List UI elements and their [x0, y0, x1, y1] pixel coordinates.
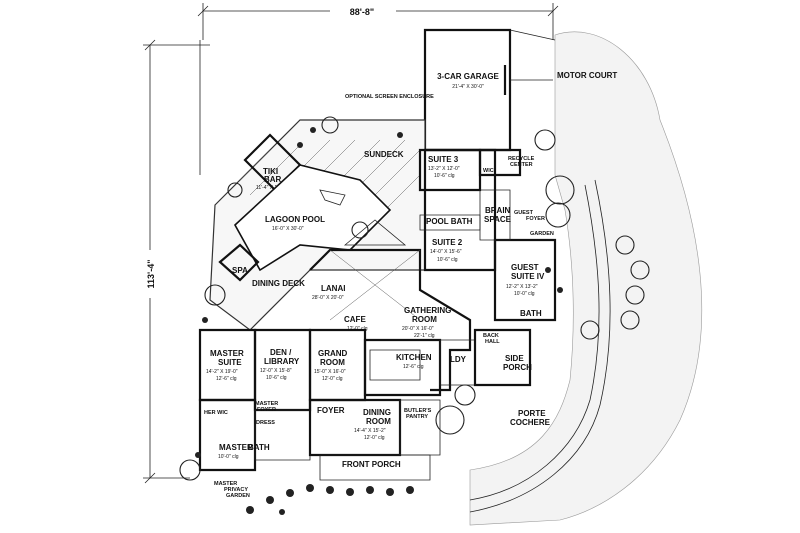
suite2-label: SUITE 2 [432, 238, 463, 247]
den-ceiling: 10'-6" clg [266, 375, 287, 381]
brain-space-label-1: BRAIN [485, 206, 511, 215]
width-label: 88'-8" [350, 7, 374, 17]
master-bath-label-1: MASTER [219, 443, 253, 452]
ldy-label: LDY [450, 355, 467, 364]
tiki-label-2: BAR [264, 175, 282, 184]
lagoon-pool [233, 164, 392, 272]
garage [423, 28, 556, 152]
lanai-floor-pattern [329, 219, 421, 321]
depth-label: 113'-4" [146, 260, 156, 289]
dining-deck-label: DINING DECK [252, 279, 305, 288]
den-size: 12'-0" X 15'-8" [260, 368, 292, 374]
den-label-1: DEN / [270, 348, 292, 357]
suite2-size: 14'-0" X 15'-6" [430, 249, 462, 255]
master-foyer-label-2: FOYER [257, 407, 276, 413]
landscaping-trees [179, 116, 650, 481]
dining-room-ceiling: 12'-0" clg [364, 435, 385, 441]
master-suite-label-1: MASTER [210, 349, 244, 358]
front-porch-label: FRONT PORCH [342, 460, 401, 469]
grand-room-label-2: ROOM [320, 358, 345, 367]
back-hall-label-1: BACK [483, 333, 499, 339]
privacy-garden-label-2: PRIVACY [224, 487, 248, 493]
guest-foyer-label-2: FOYER [526, 216, 545, 222]
gathering-label-2: ROOM [412, 315, 437, 324]
lanai-size: 28'-0" X 20'-0" [312, 295, 344, 301]
kitchen-label: KITCHEN [396, 353, 432, 362]
garage-size: 21'-4" X 30'-0" [452, 84, 484, 90]
privacy-garden-label-3: GARDEN [226, 493, 250, 499]
dining-room-label-1: DINING [363, 408, 391, 417]
guest-suite-label-1: GUEST [511, 263, 539, 272]
butlers-pantry-label-1: BUTLER'S [404, 408, 432, 414]
pool-bath-label: POOL BATH [426, 217, 473, 226]
wic-label: WIC [483, 168, 494, 174]
gathering-ceiling: 22'-1" clg [414, 333, 435, 339]
grand-room-size: 15'-0" X 16'-0" [314, 369, 346, 375]
dress-label: DRESS [256, 420, 275, 426]
master-suite-size: 14'-2" X 19'-0" [206, 369, 238, 375]
cafe-label: CAFE [344, 315, 366, 324]
porte-cochere-label-1: PORTE [518, 409, 546, 418]
spa-label: SPA [232, 266, 248, 275]
dining-room-label-2: ROOM [366, 417, 391, 426]
master-suite-label-2: SUITE [218, 358, 242, 367]
bath-label: BATH [520, 309, 542, 318]
spa [218, 243, 260, 282]
guest-suite-label-2: SUITE IV [511, 272, 545, 281]
master-suite-ceiling: 12'-6" clg [216, 376, 237, 382]
cafe-ceiling: 12'-0" clg [347, 326, 368, 332]
width-dimension: 88'-8" [197, 3, 559, 40]
suite2-ceiling: 10'-6" clg [437, 257, 458, 263]
garage-name: 3-CAR GARAGE [437, 72, 499, 81]
garden-label: GARDEN [530, 231, 554, 237]
tiki-label-1: TIKI [263, 167, 278, 176]
side-porch-label-2: PORCH [503, 363, 532, 372]
her-wic-label: HER WIC [204, 410, 228, 416]
suite3-ceiling: 10'-6" clg [434, 173, 455, 179]
master-bath-label-2: BATH [248, 443, 270, 452]
kitchen-ceiling: 12'-6" clg [403, 364, 424, 370]
back-hall-label-2: HALL [485, 339, 500, 345]
screen-enclosure-label: OPTIONAL SCREEN ENCLOSURE [345, 94, 434, 100]
sundeck-label: SUNDECK [364, 150, 404, 159]
suite3-label: SUITE 3 [428, 155, 459, 164]
gathering-size: 20'-0" X 16'-0" [402, 326, 434, 332]
landscaping-shrubs [195, 127, 563, 515]
motor-court-label: MOTOR COURT [557, 71, 617, 80]
grand-room-ceiling: 12'-0" clg [322, 376, 343, 382]
recycle-label-2: CENTER [510, 162, 533, 168]
privacy-garden-label-1: MASTER [214, 481, 237, 487]
suite3-size: 13'-2" X 12'-0" [428, 166, 460, 172]
depth-dimension: 113'-4" [143, 39, 210, 484]
butlers-pantry-label-2: PANTRY [406, 414, 428, 420]
guest-suite-ceiling: 10'-0" clg [514, 291, 535, 297]
den-label-2: LIBRARY [264, 357, 300, 366]
side-porch-label-1: SIDE [505, 354, 524, 363]
master-foyer-label-1: MASTER [255, 401, 278, 407]
guest-suite-size: 12'-2" X 13'-2" [506, 284, 538, 290]
grand-room-label-1: GRAND [318, 349, 348, 358]
lanai-label: LANAI [321, 284, 345, 293]
brain-space-label-2: SPACE [484, 215, 512, 224]
recycle-label-1: RECYCLE [508, 156, 535, 162]
lagoon-pool-size: 16'-0" X 30'-0" [272, 226, 304, 232]
foyer-label: FOYER [317, 406, 345, 415]
tiki-size: 11'-4" X 11'-4" [256, 185, 287, 191]
gathering-label-1: GATHERING [404, 306, 451, 315]
master-bath-ceiling: 10'-0" clg [218, 454, 239, 460]
dining-room-size: 14'-4" X 15'-2" [354, 428, 386, 434]
driveway [469, 31, 703, 526]
guest-foyer-label-1: GUEST [514, 210, 534, 216]
lagoon-pool-label: LAGOON POOL [265, 215, 325, 224]
porte-cochere-label-2: COCHERE [510, 418, 551, 427]
house-walls [198, 148, 557, 481]
